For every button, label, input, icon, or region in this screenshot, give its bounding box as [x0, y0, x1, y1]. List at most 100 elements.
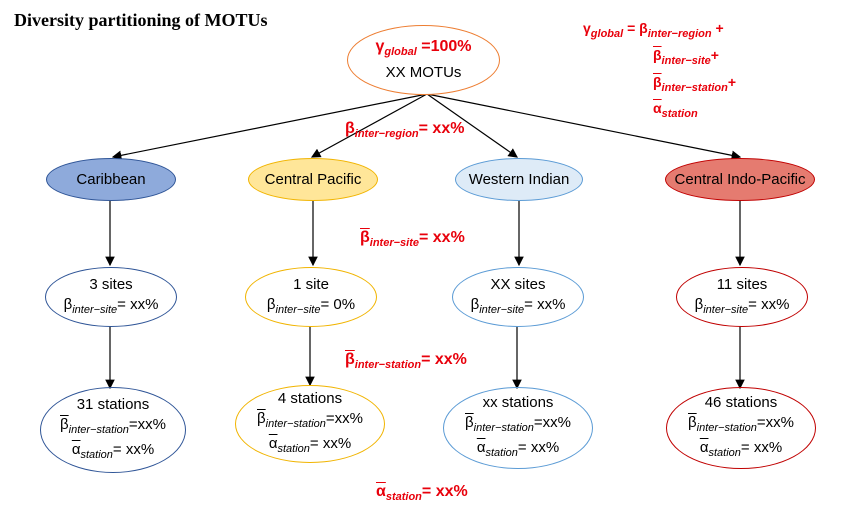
- sites-central-indo-pacific-beta: βinter−site= xx%: [695, 295, 790, 320]
- equation-block: γglobal = βinter−region + βinter−site+ β…: [583, 18, 736, 125]
- beta-symbol: β: [470, 295, 480, 313]
- beta-bar-symbol: β: [688, 414, 697, 431]
- label-inter-region-sub: inter−region: [354, 128, 419, 141]
- eq-gamma: γ: [583, 20, 591, 36]
- eq-sub-1: inter−region: [647, 27, 712, 40]
- label-inter-region-beta: β: [345, 120, 355, 137]
- beta-bar-value: =xx%: [325, 410, 363, 427]
- beta-value: = xx%: [748, 295, 790, 313]
- beta-symbol: β: [63, 295, 73, 313]
- beta-value: = 0%: [320, 295, 356, 313]
- beta-bar-sub: inter−station: [473, 422, 534, 434]
- gamma-value: =100%: [416, 38, 472, 56]
- stations-central-indo-pacific-alpha: αstation= xx%: [700, 438, 782, 463]
- label-inter-site: βinter−site= xx%: [360, 229, 465, 249]
- eq-beta-1: β: [639, 20, 648, 36]
- beta-bar-value: =xx%: [756, 414, 794, 431]
- eq-beta-3: β: [653, 73, 662, 90]
- beta-sub: inter−site: [275, 303, 321, 316]
- beta-value: = xx%: [524, 295, 566, 313]
- beta-symbol: β: [694, 295, 704, 313]
- alpha-bar-symbol: α: [71, 441, 81, 458]
- alpha-bar-sub: station: [485, 447, 518, 459]
- sites-central-pacific-beta: βinter−site= 0%: [267, 295, 355, 320]
- stations-central-pacific-count: 4 stations: [277, 390, 343, 407]
- label-inter-station-beta: β: [345, 351, 355, 368]
- beta-sub: inter−site: [479, 303, 525, 316]
- region-western-indian: Western Indian: [455, 158, 583, 201]
- equation-line-2: βinter−site+: [583, 45, 736, 72]
- eq-plus-1: +: [711, 20, 724, 36]
- sites-central-pacific: 1 site βinter−site= 0%: [245, 267, 377, 327]
- alpha-bar-symbol: α: [268, 435, 278, 452]
- eq-beta-2: β: [653, 46, 662, 63]
- stations-western-indian-count: xx stations: [482, 394, 554, 411]
- region-caribbean: Caribbean: [46, 158, 176, 201]
- eq-gamma-sub: global: [590, 27, 624, 40]
- stations-western-indian-beta: βinter−station=xx%: [465, 413, 571, 438]
- eq-equals: =: [623, 20, 640, 36]
- region-central-indo-pacific: Central Indo-Pacific: [665, 158, 815, 201]
- arrow-to-central-indo-pacific: [426, 93, 742, 161]
- beta-bar-symbol: β: [60, 416, 69, 433]
- sites-caribbean: 3 sites βinter−site= xx%: [45, 267, 177, 327]
- arrow-to-caribbean: [111, 93, 428, 161]
- alpha-bar-sub: station: [277, 443, 310, 455]
- equation-line-1: γglobal = βinter−region +: [583, 18, 736, 45]
- beta-bar-symbol: β: [465, 414, 474, 431]
- stations-central-indo-pacific-beta: βinter−station=xx%: [688, 413, 794, 438]
- root-node: γglobal =100% XX MOTUs: [347, 25, 500, 95]
- gamma-sub: global: [384, 46, 417, 59]
- eq-plus-2: +: [710, 46, 719, 63]
- stations-caribbean: 31 stations βinter−station=xx% αstation=…: [40, 387, 186, 473]
- label-inter-region: βinter−region= xx%: [345, 120, 464, 140]
- stations-western-indian: xx stations βinter−station=xx% αstation=…: [443, 387, 593, 469]
- beta-bar-sub: inter−station: [696, 422, 757, 434]
- arrow-to-central-pacific: [310, 93, 428, 158]
- beta-symbol: β: [266, 295, 276, 313]
- sites-central-pacific-count: 1 site: [293, 275, 329, 293]
- label-station-alpha-symbol: α: [376, 483, 386, 500]
- alpha-bar-value: = xx%: [112, 441, 155, 458]
- sites-western-indian-beta: βinter−site= xx%: [471, 295, 566, 320]
- alpha-bar-symbol: α: [476, 439, 486, 456]
- sites-western-indian-count: XX sites: [490, 275, 546, 293]
- region-central-pacific: Central Pacific: [248, 158, 378, 201]
- sites-western-indian: XX sites βinter−site= xx%: [452, 267, 584, 327]
- alpha-bar-value: = xx%: [740, 439, 783, 456]
- eq-alpha: α: [653, 100, 662, 117]
- page-title: Diversity partitioning of MOTUs: [14, 10, 268, 30]
- alpha-bar-value: = xx%: [517, 439, 560, 456]
- region-central-pacific-label: Central Pacific: [264, 170, 362, 188]
- region-caribbean-label: Caribbean: [76, 170, 146, 188]
- label-station-alpha-val: = xx%: [421, 483, 468, 500]
- label-station-alpha: αstation= xx%: [376, 483, 468, 503]
- stations-caribbean-alpha: αstation= xx%: [72, 440, 154, 465]
- stations-central-pacific-beta: βinter−station=xx%: [257, 409, 363, 434]
- label-inter-site-sub: inter−site: [369, 237, 419, 250]
- beta-value: = xx%: [117, 295, 159, 313]
- label-inter-site-val: = xx%: [418, 229, 465, 246]
- beta-bar-sub: inter−station: [68, 424, 129, 436]
- label-inter-station-val: = xx%: [421, 351, 467, 368]
- sites-central-indo-pacific: 11 sites βinter−site= xx%: [676, 267, 808, 327]
- stations-central-indo-pacific-count: 46 stations: [704, 394, 778, 411]
- beta-sub: inter−site: [72, 303, 118, 316]
- beta-sub: inter−site: [703, 303, 749, 316]
- stations-central-indo-pacific: 46 stations βinter−station=xx% αstation=…: [666, 387, 816, 469]
- stations-caribbean-beta: βinter−station=xx%: [60, 415, 166, 440]
- eq-sub-2: inter−site: [661, 54, 711, 67]
- alpha-bar-value: = xx%: [309, 435, 352, 452]
- stations-western-indian-alpha: αstation= xx%: [477, 438, 559, 463]
- root-gamma: γglobal =100%: [375, 37, 471, 62]
- gamma-symbol: γ: [375, 38, 385, 56]
- label-inter-station-sub: inter−station: [354, 359, 422, 372]
- stations-caribbean-count: 31 stations: [76, 396, 150, 413]
- equation-line-4: αstation: [583, 98, 736, 125]
- equation-line-3: βinter−station+: [583, 72, 736, 99]
- label-inter-region-val: = xx%: [418, 120, 465, 137]
- sites-caribbean-beta: βinter−site= xx%: [64, 295, 159, 320]
- eq-sub-3: inter−station: [661, 81, 728, 94]
- label-inter-station: βinter−station= xx%: [345, 351, 467, 371]
- beta-bar-value: =xx%: [533, 414, 571, 431]
